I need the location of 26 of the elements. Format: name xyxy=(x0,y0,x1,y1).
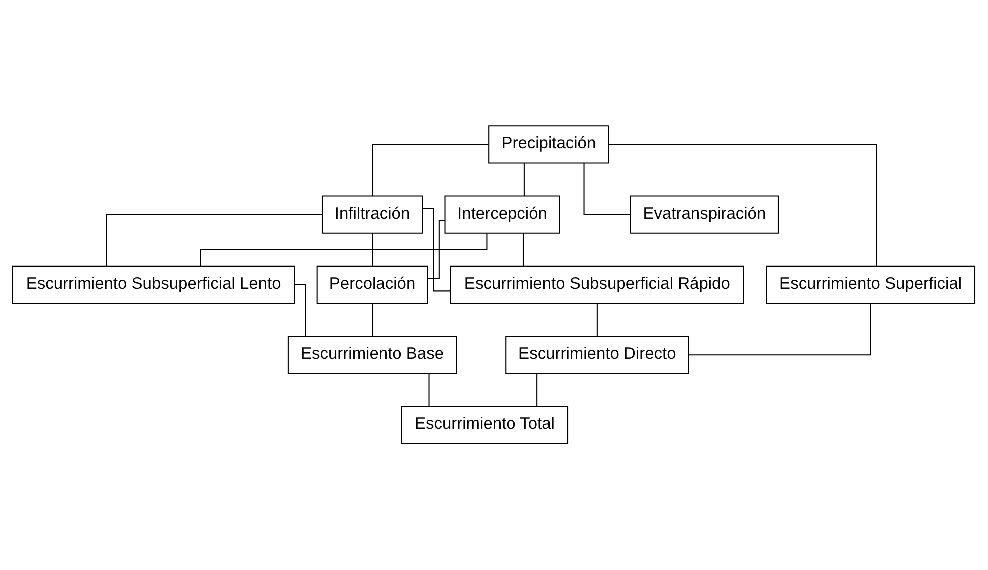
connector xyxy=(536,374,538,406)
node-box: Escurrimiento Base xyxy=(288,336,458,374)
node-box: Escurrimiento Directo xyxy=(506,336,690,374)
connector xyxy=(522,234,524,266)
connector xyxy=(609,144,878,266)
connector xyxy=(200,234,488,266)
node-box: Evatranspiración xyxy=(630,196,779,234)
connector xyxy=(106,214,322,266)
connector xyxy=(596,304,598,336)
connector xyxy=(428,220,446,280)
connector xyxy=(372,304,374,336)
connector xyxy=(428,374,430,406)
node-box: Escurrimiento Subsuperficial Lento xyxy=(12,266,296,304)
connector xyxy=(372,234,374,266)
connector xyxy=(524,164,525,196)
connector xyxy=(688,304,872,356)
node-box: Percolación xyxy=(316,266,428,304)
node-box: Precipitación xyxy=(488,126,610,164)
connector xyxy=(422,208,451,292)
node-box: Escurrimiento Superficial xyxy=(766,266,976,304)
connector xyxy=(584,164,631,216)
node-box: Intercepción xyxy=(444,196,560,234)
connector xyxy=(372,144,489,196)
node-box: Escurrimiento Subsuperficial Rápido xyxy=(450,266,744,304)
node-box: Infiltración xyxy=(322,196,424,234)
node-box: Escurrimiento Total xyxy=(401,406,569,444)
